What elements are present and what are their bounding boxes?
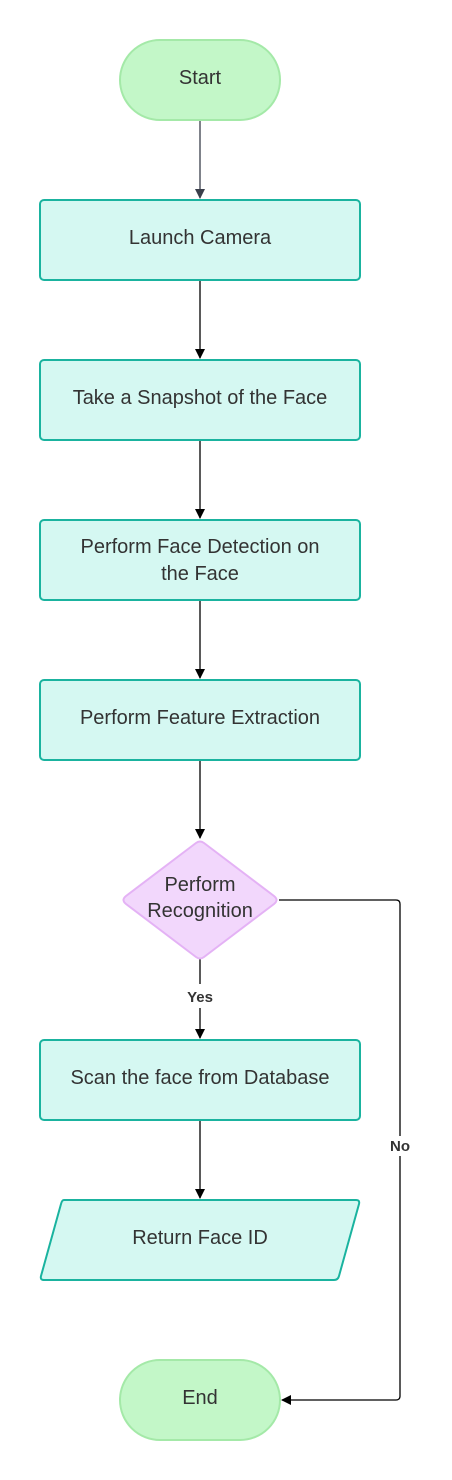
feature-extraction-label: Perform Feature Extraction [80, 707, 320, 729]
launch-camera-process-shape [39, 199, 361, 281]
scan-face-node: Scan the face from Database [39, 1039, 361, 1121]
scan-face-label: Scan the face from Database [70, 1067, 329, 1089]
feature-extraction-node: Perform Feature Extraction [39, 679, 361, 761]
take-snapshot-label: Take a Snapshot of the Face [73, 387, 328, 409]
recognition-node: Perform Recognition [122, 840, 278, 960]
face-detection-process-shape [39, 519, 361, 601]
edge-label-yes: Yes [187, 989, 213, 1006]
return-face-id-node: Return Face ID [39, 1199, 361, 1281]
start-terminal-shape [119, 39, 281, 121]
launch-camera-label: Launch Camera [129, 227, 272, 249]
start-node: Start [119, 39, 281, 121]
launch-camera-node: Launch Camera [39, 199, 361, 281]
recognition-decision-shape [122, 840, 278, 960]
face-detection-label-line-1: Perform Face Detection on [81, 536, 320, 558]
edge-recognition-to-end-no [279, 899, 401, 1405]
end-terminal-shape [119, 1359, 281, 1441]
edge-label-no: No [390, 1138, 410, 1155]
recognition-label-line-2: Recognition [147, 900, 253, 922]
end-node: End [119, 1359, 281, 1441]
take-snapshot-node: Take a Snapshot of the Face [39, 359, 361, 441]
scan-face-process-shape [39, 1039, 361, 1121]
take-snapshot-process-shape [39, 359, 361, 441]
face-detection-label-line-2: the Face [161, 563, 239, 585]
recognition-label-line-1: Perform [164, 874, 235, 896]
feature-extraction-process-shape [39, 679, 361, 761]
face-detection-node: Perform Face Detection on the Face [39, 519, 361, 601]
return-face-id-io-shape [39, 1199, 361, 1281]
start-label: Start [179, 67, 222, 89]
return-face-id-label: Return Face ID [132, 1227, 268, 1249]
end-label: End [182, 1387, 218, 1409]
